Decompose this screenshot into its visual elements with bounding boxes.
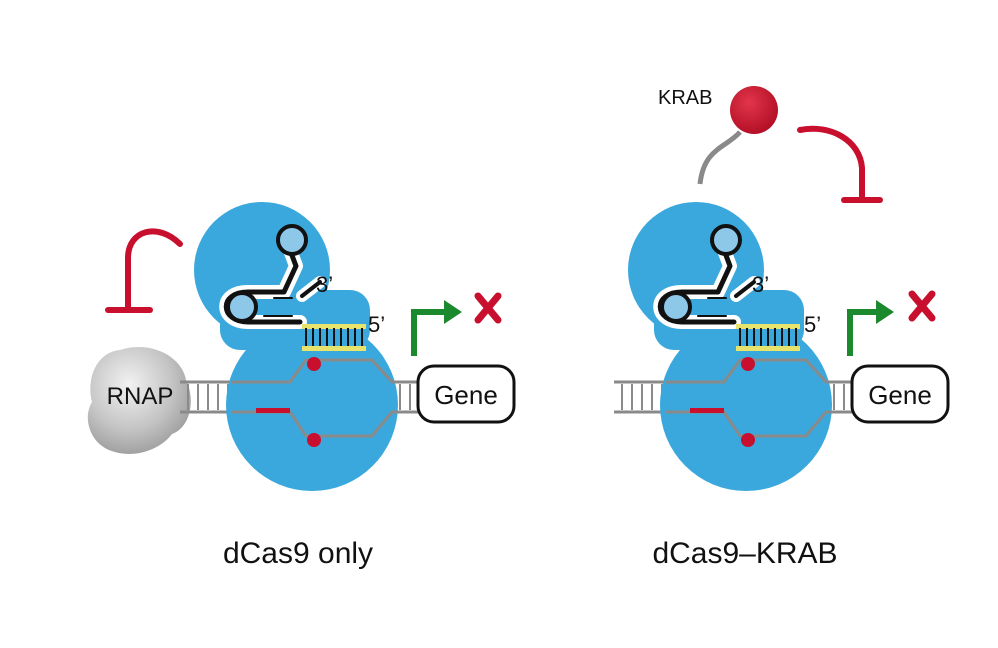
pam-red-mark [256, 408, 290, 413]
sgrna-loop-top [276, 224, 308, 256]
sgrna-loop-top [710, 224, 742, 256]
pam-red-mark [690, 408, 724, 413]
x-cross-icon [474, 292, 502, 324]
mutated-site-bottom [307, 433, 321, 447]
panel-dcas9-krab: KRAB [614, 86, 950, 491]
bent-arrow-icon [411, 300, 462, 356]
mutated-site-top [307, 357, 321, 371]
t-bar-inhibition-icon [105, 228, 183, 313]
krab-label: KRAB [658, 87, 712, 109]
gene-box: Gene [416, 364, 516, 424]
gene-box: Gene [850, 364, 950, 424]
five-prime-label: 5’ [368, 312, 385, 337]
five-prime-label: 5’ [804, 312, 821, 337]
sgrna-loop-big [226, 291, 258, 323]
three-prime-label: 3’ [752, 272, 769, 297]
gene-label: Gene [868, 380, 932, 410]
mutated-site-top [741, 357, 755, 371]
rnap-polymerase: RNAP [87, 346, 191, 454]
sgrna-loop-big [660, 291, 692, 323]
krab-linker [697, 130, 742, 185]
caption-dcas9-only: dCas9 only [222, 537, 374, 570]
rnap-label: RNAP [107, 383, 174, 410]
caption-dcas9-krab: dCas9–KRAB [652, 537, 838, 570]
three-prime-label: 3’ [316, 272, 333, 297]
dna-right-duplex [392, 380, 420, 414]
mutated-site-bottom [741, 433, 755, 447]
target-hybrid [302, 324, 366, 351]
krab-domain [730, 86, 778, 134]
t-bar-inhibition-icon [797, 125, 883, 203]
panel-dcas9-only: RNAP [87, 202, 516, 491]
target-hybrid [736, 324, 800, 351]
x-cross-icon [908, 290, 936, 322]
gene-label: Gene [434, 380, 498, 410]
bent-arrow-icon [847, 300, 894, 356]
